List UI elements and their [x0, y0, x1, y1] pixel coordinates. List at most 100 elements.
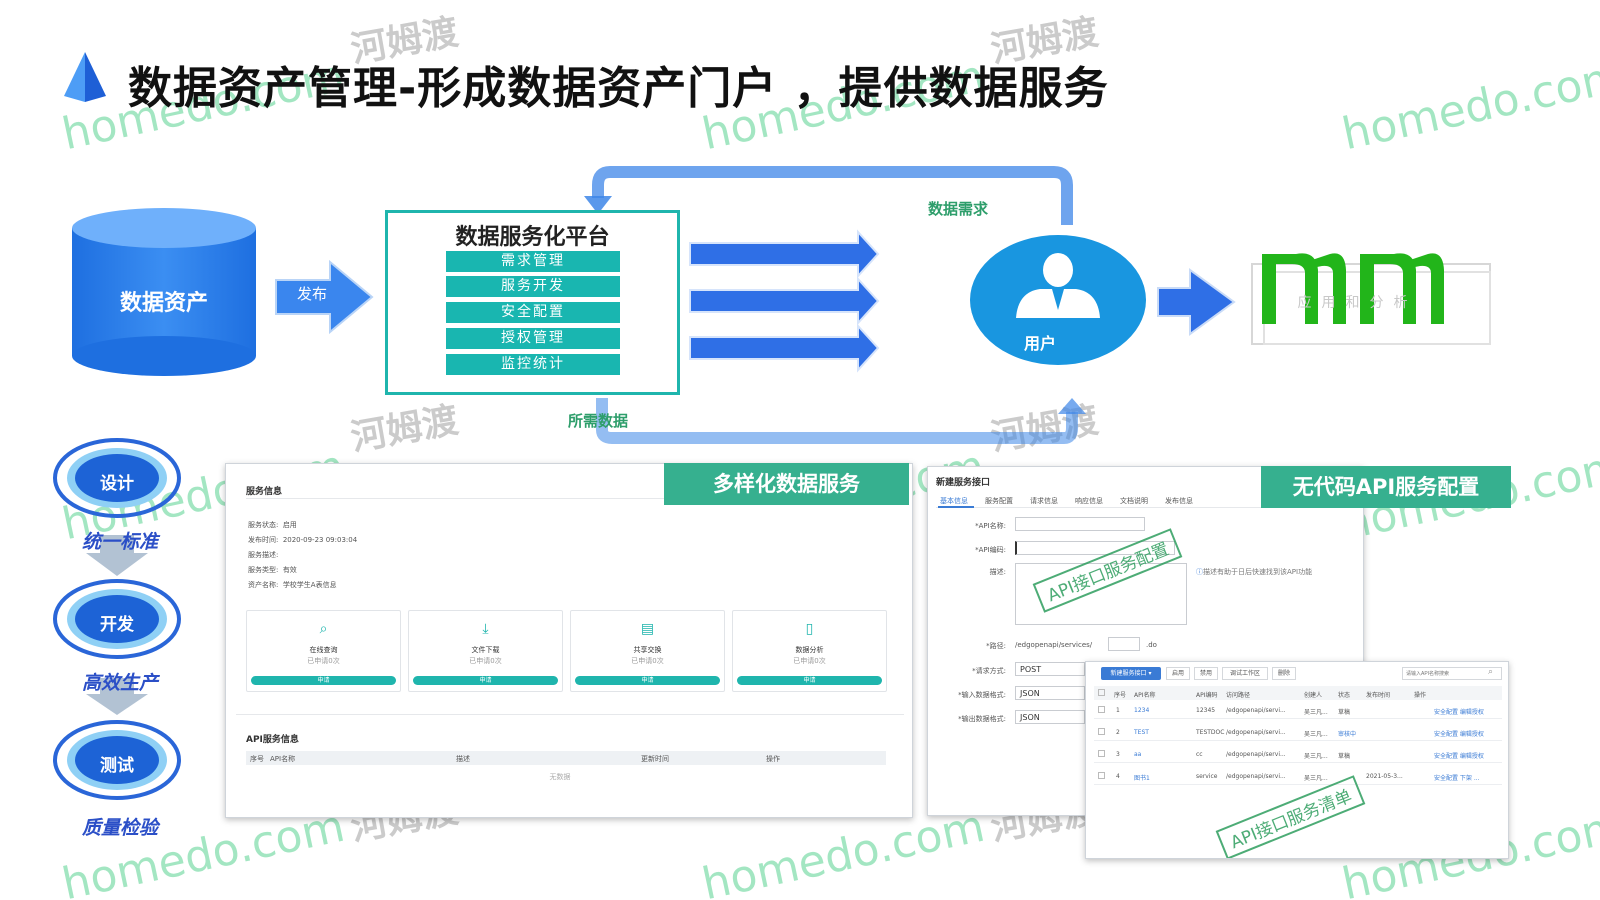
table-header: 访问路径 [1226, 692, 1251, 699]
delete-button[interactable]: 删除 [1272, 667, 1296, 680]
required-loop [596, 398, 1078, 444]
stage-ring-design [53, 438, 181, 518]
request-method-select[interactable]: POST [1015, 662, 1085, 676]
row-name[interactable]: aa [1134, 751, 1142, 758]
user-icon [1016, 253, 1100, 318]
api-name-input[interactable] [1015, 517, 1145, 531]
info-key: 服务描述: [248, 551, 279, 559]
apply-button[interactable]: 申请 [737, 676, 882, 685]
database-cylinder [72, 208, 256, 376]
stage-sub: 高效生产 [81, 672, 158, 694]
service-card[interactable]: ⤓ 文件下载 已申请0次 申请 [408, 610, 563, 692]
tab-service[interactable]: 服务配置 [985, 497, 1013, 505]
apply-button[interactable]: 申请 [251, 676, 396, 685]
panel-tag: 无代码API服务配置 [1261, 466, 1511, 508]
section-title: 服务信息 [246, 487, 283, 497]
table-header: 序号 [250, 755, 264, 763]
apply-button[interactable]: 申请 [413, 676, 558, 685]
stage-sub: 统一标准 [81, 531, 158, 553]
api-code-input[interactable] [1015, 541, 1175, 555]
stage-ring-test [53, 720, 181, 800]
row-code: TESTDOC [1196, 729, 1225, 736]
row-status: 草稿 [1338, 753, 1351, 760]
platform-item: 监控统计 [446, 354, 620, 375]
row-path: /edgopenapi/servi... [1226, 729, 1286, 736]
apply-label: 申请 [803, 677, 816, 684]
demand-label: 数据需求 [928, 200, 989, 218]
row-ops[interactable]: 安全配置 编辑授权 [1434, 753, 1484, 760]
tab-request[interactable]: 请求信息 [1030, 497, 1058, 505]
row-ops[interactable]: 安全配置 编辑授权 [1434, 709, 1484, 716]
table-header: 更新时间 [641, 755, 669, 763]
info-key: 发布时间: [248, 536, 279, 544]
row-path: /edgopenapi/servi... [1226, 707, 1286, 714]
create-api-button[interactable]: 新建服务接口 ▾ [1101, 667, 1161, 680]
service-card[interactable]: ▤ 共享交换 已申请0次 申请 [570, 610, 725, 692]
row-creator: 吴三凡... [1304, 753, 1328, 760]
path-suffix: .do [1146, 641, 1157, 649]
row-no: 4 [1116, 773, 1120, 780]
api-section-title: API服务信息 [246, 735, 299, 745]
table-header: 操作 [766, 755, 780, 763]
row-code: 12345 [1196, 707, 1216, 714]
card-sub: 已申请0次 [469, 657, 502, 665]
tab-response[interactable]: 响应信息 [1075, 497, 1103, 505]
row-name[interactable]: 1234 [1134, 707, 1150, 714]
service-card[interactable]: ▯ 数据分析 已申请0次 申请 [732, 610, 887, 692]
debug-button[interactable]: 调试工作区 [1222, 667, 1268, 680]
search-icon: ⌕ [1488, 667, 1494, 677]
card-name: 共享交换 [633, 646, 662, 654]
row-checkbox[interactable] [1098, 728, 1105, 735]
row-checkbox[interactable] [1098, 706, 1105, 713]
table-header: API名称 [270, 755, 296, 763]
stage-label: 设计 [100, 474, 134, 494]
info-key: 服务类型: [248, 566, 279, 574]
document-icon: ▯ [805, 621, 814, 637]
service-detail-panel: 服务信息 服务状态: 启用 发布时间: 2020-09-23 09:03:04 … [225, 463, 913, 818]
tab-basic[interactable]: 基本信息 [940, 497, 968, 505]
path-input[interactable] [1108, 637, 1140, 651]
row-code: service [1196, 773, 1218, 780]
flow-arrow [689, 229, 880, 279]
row-ops[interactable]: 安全配置 编辑授权 [1434, 731, 1484, 738]
hint-label: 描述有助于日后快速找到该API功能 [1203, 568, 1313, 576]
row-path: /edgopenapi/servi... [1226, 751, 1286, 758]
select-all-checkbox[interactable] [1098, 689, 1105, 696]
api-search-input[interactable] [1402, 667, 1502, 680]
card-name: 在线查询 [309, 646, 338, 654]
row-checkbox[interactable] [1098, 772, 1105, 779]
service-card[interactable]: ⌕ 在线查询 已申请0次 申请 [246, 610, 401, 692]
row-code: cc [1196, 751, 1203, 758]
platform-item: 安全配置 [446, 302, 620, 323]
row-path: /edgopenapi/servi... [1226, 773, 1286, 780]
info-icon: ⓘ [1196, 568, 1203, 576]
disable-button[interactable]: 禁用 [1194, 667, 1218, 680]
row-checkbox[interactable] [1098, 750, 1105, 757]
apply-button[interactable]: 申请 [575, 676, 720, 685]
field-label: *输入数据格式: [958, 691, 1006, 699]
enable-button[interactable]: 启用 [1166, 667, 1190, 680]
tab-publish[interactable]: 发布信息 [1165, 497, 1193, 505]
tab-docs[interactable]: 文档说明 [1120, 497, 1148, 505]
platform-item: 授权管理 [446, 328, 620, 349]
info-value: 有效 [282, 566, 297, 574]
platform-title: 数据服务化平台 [455, 225, 610, 250]
output-format-select[interactable]: JSON [1015, 710, 1085, 724]
stage-ring-develop [53, 579, 181, 659]
apply-label: 申请 [317, 677, 330, 684]
table-header: 序号 [1114, 692, 1127, 699]
row-no: 3 [1116, 751, 1120, 758]
row-name[interactable]: TEST [1134, 729, 1149, 736]
input-format-select[interactable]: JSON [1015, 686, 1085, 700]
row-ops[interactable]: 安全配置 下架 ... [1434, 775, 1480, 782]
description-textarea[interactable] [1015, 563, 1187, 625]
search-icon: ⌕ [319, 621, 328, 637]
list-stamp: API接口服务清单 [1215, 775, 1366, 858]
row-name[interactable]: 图书1 [1134, 775, 1150, 782]
demand-loop [592, 166, 1073, 225]
row-creator: 吴三凡... [1304, 775, 1328, 782]
stage-label: 开发 [100, 615, 134, 635]
apply-label: 申请 [641, 677, 654, 684]
apply-label: 申请 [479, 677, 492, 684]
